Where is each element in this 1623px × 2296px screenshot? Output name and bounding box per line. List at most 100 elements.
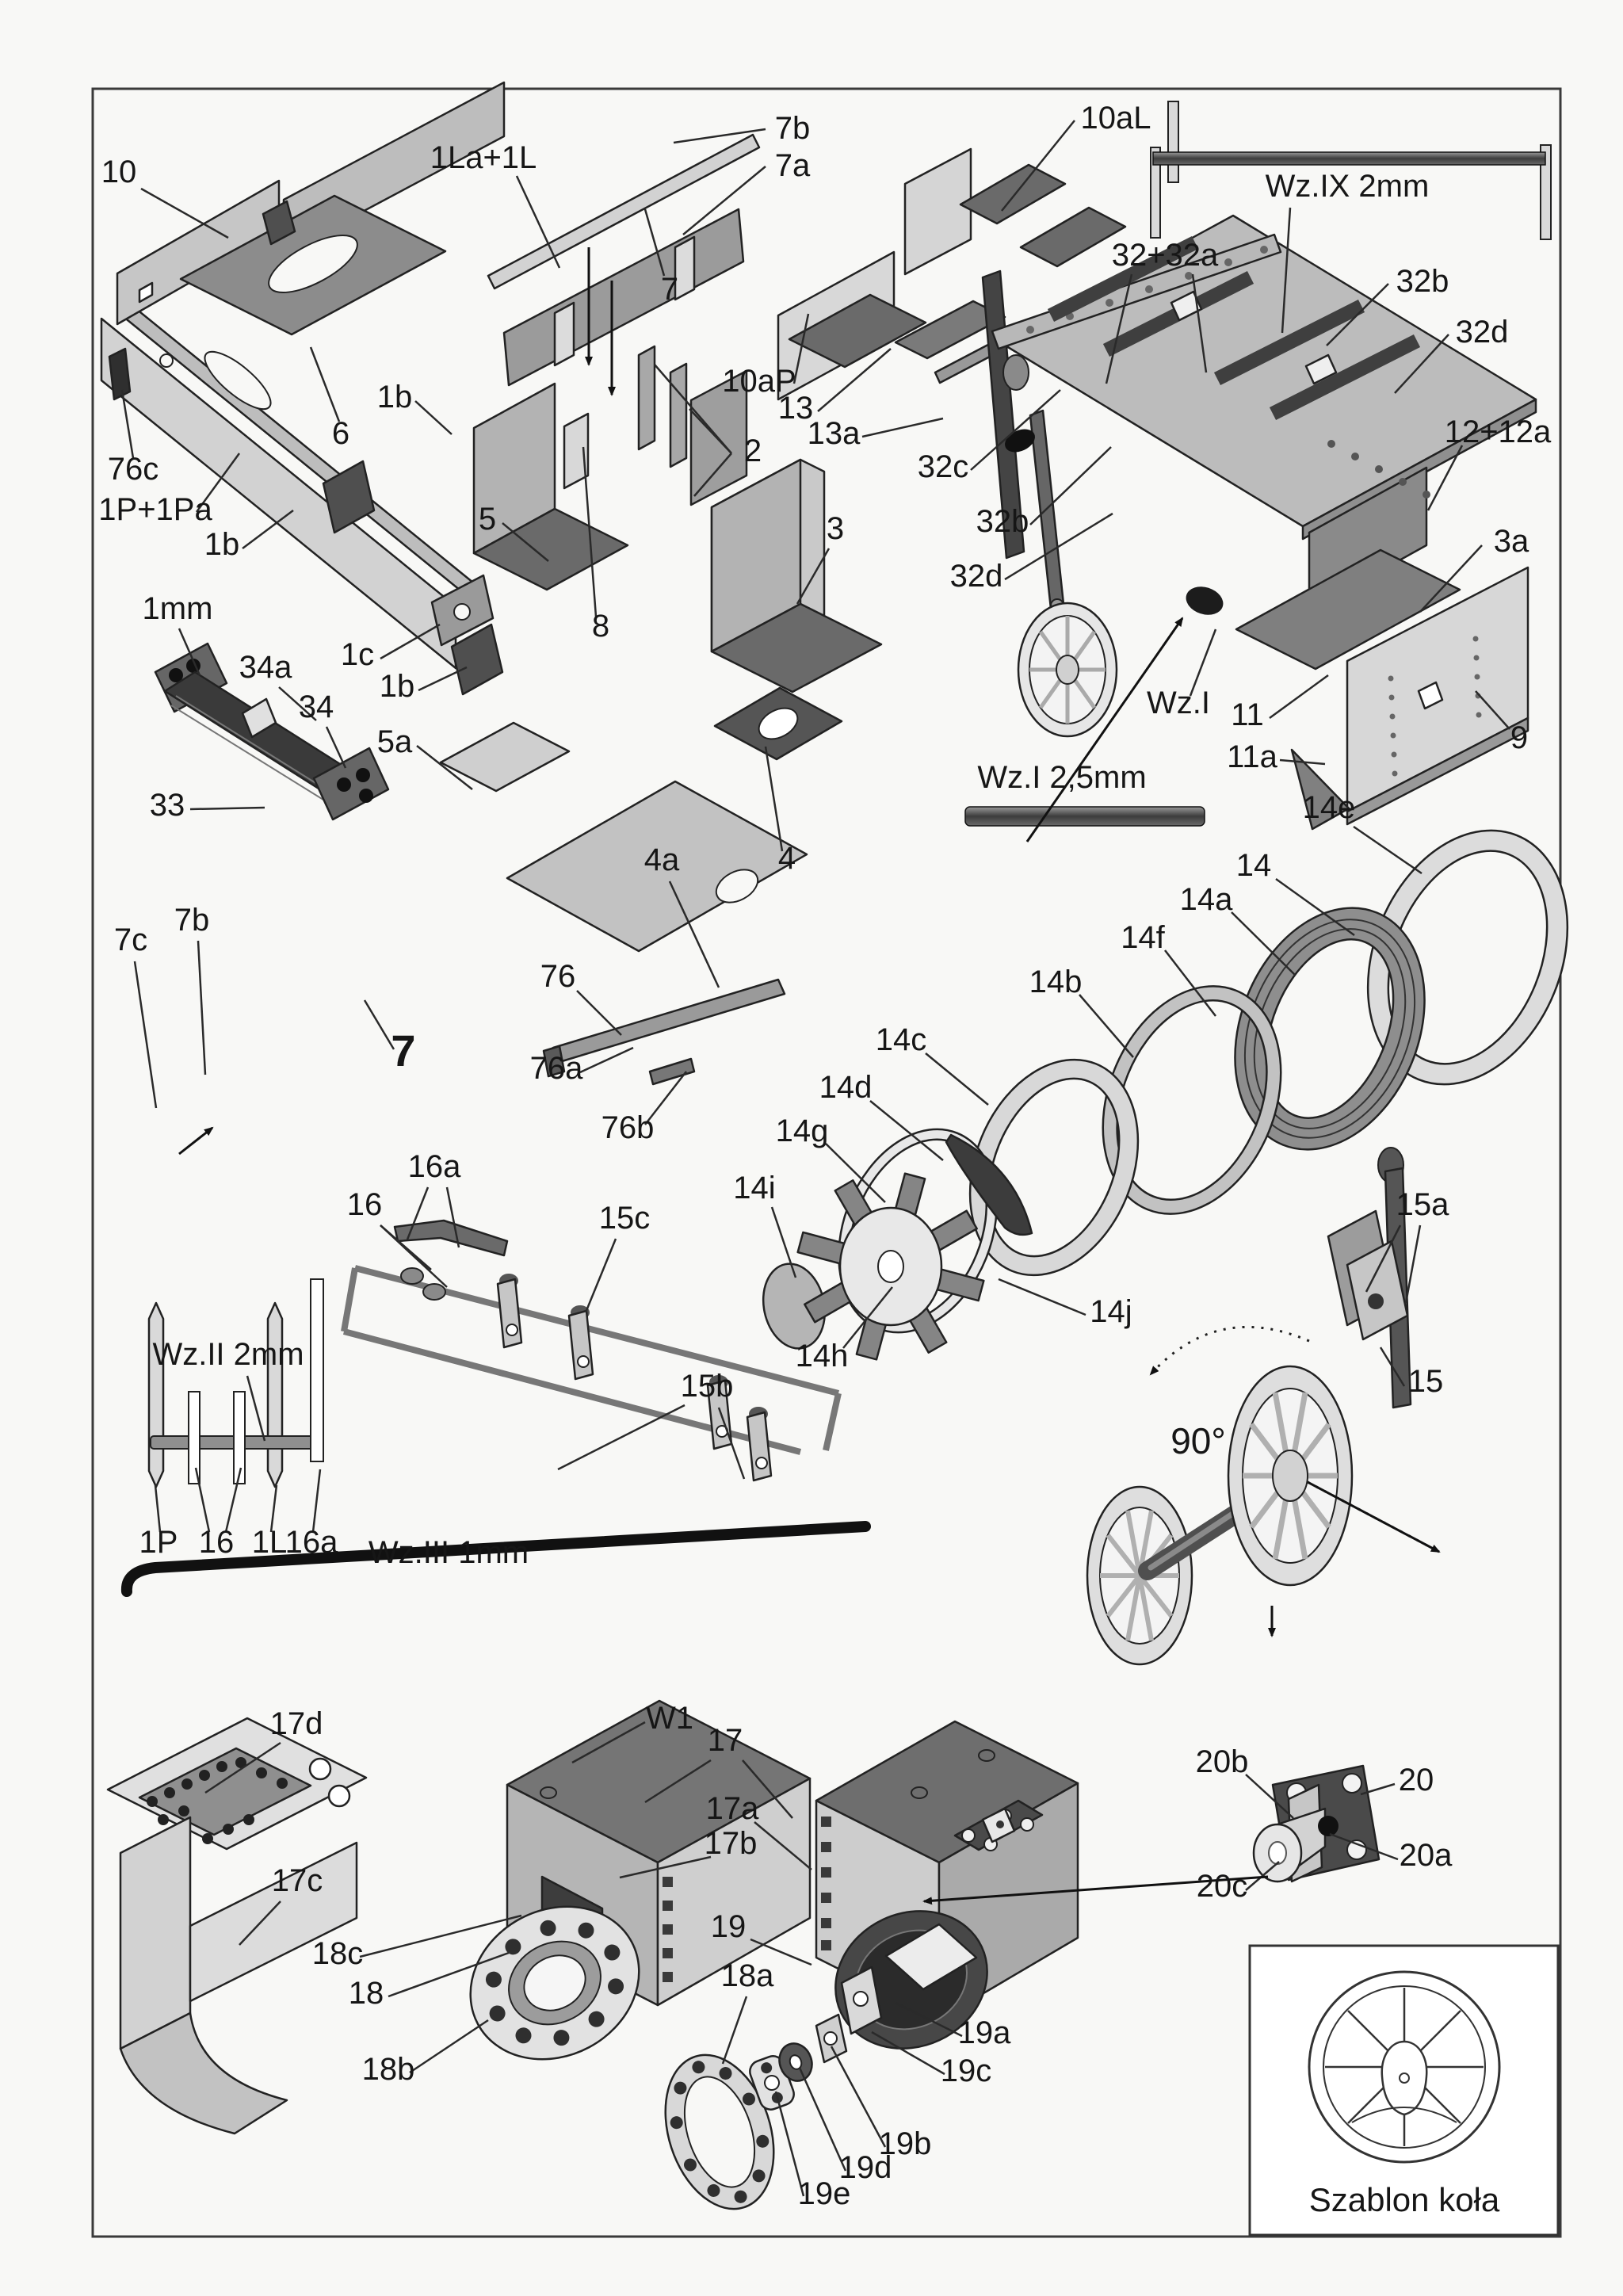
wheel-template-box (1248, 1944, 1560, 2237)
leader-line (363, 999, 395, 1050)
part-label-19c: 19c (941, 2053, 992, 2088)
part-label-34: 34 (299, 690, 334, 724)
hanger-15c-2 (567, 1305, 594, 1381)
assembly-arrow (922, 1875, 1269, 1905)
cylinder-w1-18-group (469, 1699, 812, 2061)
wheel-wzi-group (964, 602, 1205, 827)
part-label-7a: 7a (775, 148, 811, 183)
wheelset-group (1086, 1325, 1440, 1666)
leader-line (817, 348, 892, 412)
leader-line (970, 389, 1061, 471)
leader-line (717, 1407, 746, 1480)
part-label-wz-ix-2mm: Wz.IX 2mm (1266, 169, 1430, 204)
leader-line (224, 1467, 242, 1533)
hanger-15b-2 (746, 1407, 773, 1482)
chassis-right-group (981, 214, 1537, 831)
leader-line (619, 1855, 712, 1879)
leader-line (197, 940, 207, 1075)
leader-line (418, 666, 468, 692)
leader-line (998, 1278, 1086, 1316)
part-label-14a: 14a (1180, 882, 1233, 917)
leader-line (825, 1143, 886, 1203)
leader-line (502, 522, 549, 562)
template-hub (1381, 2040, 1428, 2116)
leader-line (140, 187, 229, 239)
part-label-7b: 7b (174, 903, 210, 938)
part-label-12-12a: 12+12a (1445, 415, 1552, 449)
leader-line (925, 1052, 989, 1106)
part-label-1b: 1b (380, 669, 415, 704)
part-label-18a: 18a (721, 1958, 774, 1993)
leader-line (770, 1206, 797, 1278)
part-label-13a: 13a (808, 416, 861, 451)
part-label-1c: 1c (341, 637, 374, 672)
part-label-76b: 76b (601, 1110, 655, 1145)
part-label-19d: 19d (839, 2150, 892, 2185)
leader-line (742, 1759, 793, 1819)
part-label-15a: 15a (1396, 1187, 1449, 1222)
part-label-17c: 17c (272, 1863, 323, 1898)
part-label-7: 7 (391, 1026, 415, 1075)
part-label-16a: 16a (285, 1525, 338, 1560)
leader-line (1191, 273, 1208, 373)
part-label-15c: 15c (599, 1201, 651, 1236)
leader-line (1231, 911, 1296, 976)
leader-line (269, 1484, 278, 1533)
part-label-32c: 32c (918, 449, 969, 484)
leader-line (325, 726, 347, 769)
leader-line (1105, 273, 1133, 384)
part-label-10al: 10aL (1081, 101, 1151, 136)
wire-wziii (120, 1521, 871, 1597)
cylinder-17-group (815, 1720, 1079, 2050)
part-label-19e: 19e (798, 2176, 851, 2211)
hole-20a (1318, 1816, 1338, 1836)
part-label-16: 16 (199, 1525, 235, 1560)
leader-line (830, 2046, 887, 2148)
part-label-32b: 32b (976, 504, 1029, 539)
assembly-arrow (1025, 617, 1184, 842)
leader-line (871, 2030, 945, 2076)
template-counterweight (1351, 2107, 1457, 2123)
leader-line (1245, 1774, 1294, 1819)
leader-line (842, 1286, 893, 1349)
leader-line (750, 1938, 812, 1966)
part-label-wz-ii-2mm: Wz.II 2mm (152, 1337, 304, 1372)
part-label-w1: W1 (646, 1701, 693, 1736)
assembly-arrows (178, 247, 1441, 1905)
leader-line (1365, 1224, 1402, 1293)
chassis-left-group (100, 81, 1127, 1086)
leader-line (278, 686, 317, 721)
part-label-14f: 14f (1121, 920, 1165, 955)
part-label-18b: 18b (362, 2052, 415, 2087)
wire-template-wzix (1150, 101, 1552, 240)
part-label-32d: 32d (1456, 315, 1509, 350)
leader-line (414, 400, 453, 435)
part-label-6: 6 (332, 416, 349, 451)
part-label-7: 7 (661, 272, 678, 307)
part-label-76a: 76a (530, 1051, 583, 1086)
part-label-76c: 76c (108, 452, 159, 487)
leader-line (194, 1467, 211, 1533)
part-label-szablon-ko-a: Szablon koła (1309, 2181, 1500, 2218)
part-label-wz-i-2-5mm: Wz.I 2,5mm (977, 760, 1146, 795)
leader-line (359, 1914, 522, 1958)
leader-line (204, 1741, 281, 1794)
part-label-5: 5 (479, 502, 496, 537)
part-label-15b: 15b (681, 1369, 734, 1404)
leader-line (1404, 1224, 1422, 1304)
part-label-wz-iii-1mm: Wz.III 1mm (369, 1535, 529, 1570)
leader-line (576, 990, 622, 1036)
part-label-1b: 1b (377, 380, 413, 415)
part-label-wz-i: Wz.I (1147, 686, 1210, 720)
part-label-20b: 20b (1196, 1744, 1249, 1779)
leader-line (673, 128, 766, 144)
part-label-1b: 1b (204, 527, 240, 562)
part-label-17: 17 (708, 1723, 743, 1758)
part-label-11a: 11a (1227, 739, 1278, 774)
part-label-1p: 1P (139, 1525, 178, 1560)
leader-line (1004, 512, 1113, 581)
leader-line (895, 2001, 963, 2038)
